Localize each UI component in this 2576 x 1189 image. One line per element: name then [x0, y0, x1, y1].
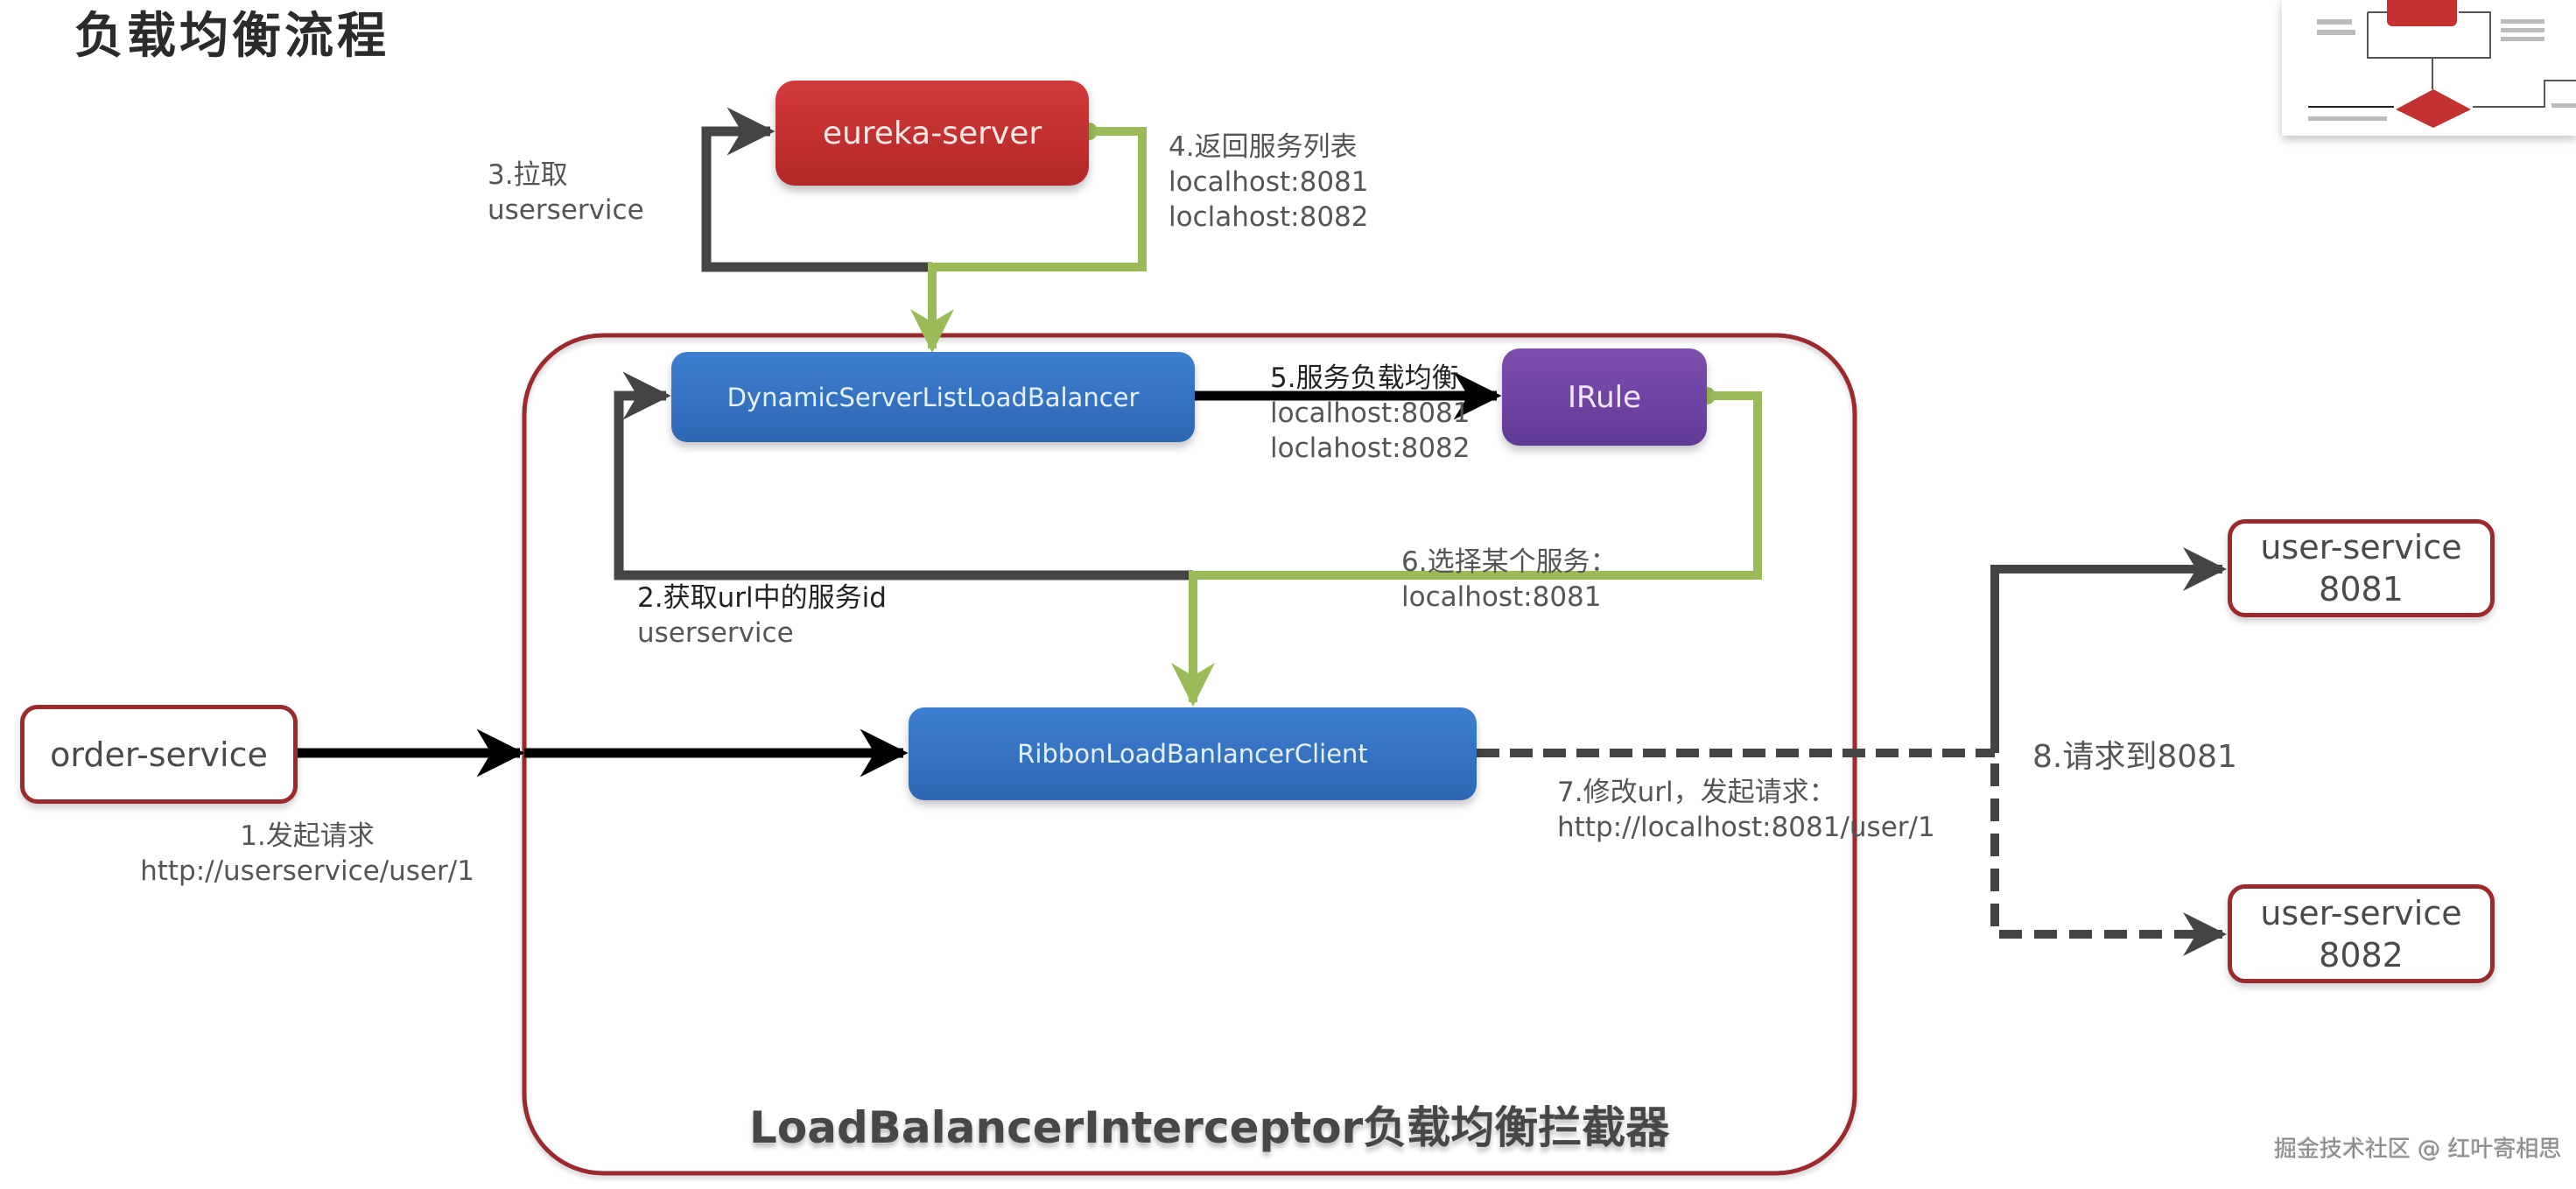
- user-service-8081-port: 8081: [2319, 570, 2404, 609]
- ribbon-load-balancer-client-node[interactable]: RibbonLoadBanlancerClient: [909, 707, 1477, 800]
- step7-label: 7.修改url，发起请求： http://localhost:8081/user…: [1557, 775, 1935, 845]
- eureka-server-label: eureka-server: [822, 115, 1042, 151]
- thumbnail-text: [2501, 28, 2544, 32]
- eureka-server-node[interactable]: eureka-server: [776, 81, 1089, 186]
- step7-detail: http://localhost:8081/user/1: [1557, 812, 1935, 843]
- step4-title: 4.返回服务列表: [1169, 131, 1358, 163]
- step5-line1: localhost:8081: [1270, 398, 1470, 429]
- thumbnail-text: [2317, 19, 2352, 25]
- step4-line2: loclahost:8082: [1169, 201, 1369, 233]
- interceptor-frame-label: LoadBalancerInterceptor负载均衡拦截器: [749, 1102, 1670, 1153]
- step6-detail: localhost:8081: [1401, 581, 1602, 613]
- dynamic-lb-label: DynamicServerListLoadBalancer: [726, 382, 1140, 412]
- connector-pull-userservice: [701, 107, 932, 272]
- thumbnail-text: [2308, 116, 2387, 121]
- step2-detail: userservice: [637, 617, 794, 649]
- step5-line2: loclahost:8082: [1270, 433, 1470, 464]
- connector-return-server-list: [910, 127, 1147, 353]
- connector-get-service-id: [614, 371, 1193, 580]
- thumbnail-eureka-box: [2387, 0, 2457, 26]
- irule-node[interactable]: IRule: [1502, 348, 1707, 446]
- thumbnail-output-line: [2473, 80, 2576, 108]
- step6-label: 6.选择某个服务： localhost:8081: [1401, 545, 1618, 615]
- step3-label: 3.拉取 userservice: [488, 158, 644, 228]
- step2-title: 2.获取url中的服务id: [637, 582, 887, 614]
- step5-label: 5.服务负载均衡 localhost:8081 loclahost:8082: [1270, 361, 1470, 466]
- step8-label: 8.请求到8081: [2032, 739, 2237, 775]
- step2-label: 2.获取url中的服务id userservice: [637, 580, 887, 651]
- order-service-label: order-service: [50, 735, 268, 774]
- step5-title: 5.服务负载均衡: [1270, 362, 1459, 394]
- step3-detail: userservice: [488, 194, 644, 226]
- thumbnail-text: [2551, 103, 2576, 108]
- step1-label: 1.发起请求 http://userservice/user/1: [115, 819, 500, 889]
- step4-line1: localhost:8081: [1169, 166, 1369, 198]
- thumbnail-diagram: [2308, 0, 2576, 128]
- page-title: 负载均衡流程: [74, 8, 390, 65]
- user-service-8082-port: 8082: [2319, 935, 2404, 974]
- step7-title: 7.修改url，发起请求：: [1557, 777, 1836, 808]
- user-service-8082-node[interactable]: user-service 8082: [2228, 884, 2495, 983]
- step1-detail: http://userservice/user/1: [140, 855, 474, 887]
- watermark: 掘金技术社区 @ 红叶寄相思: [2274, 1136, 2562, 1163]
- user-service-8081-node[interactable]: user-service 8081: [2228, 519, 2495, 617]
- connector-to-user-service-8082: [1990, 763, 2227, 956]
- thumbnail-text: [2317, 30, 2355, 35]
- user-service-8082-name: user-service: [2260, 893, 2462, 932]
- user-service-8081-name: user-service: [2260, 528, 2462, 566]
- connector-choose-server: [1171, 391, 1762, 707]
- order-service-node[interactable]: order-service: [20, 705, 298, 804]
- step3-title: 3.拉取: [488, 159, 568, 191]
- dynamic-server-list-load-balancer-node[interactable]: DynamicServerListLoadBalancer: [671, 352, 1195, 442]
- slide-thumbnail[interactable]: [2282, 0, 2576, 136]
- thumbnail-text: [2501, 37, 2544, 41]
- step1-title: 1.发起请求: [240, 820, 375, 852]
- step4-label: 4.返回服务列表 localhost:8081 loclahost:8082: [1169, 130, 1369, 235]
- irule-label: IRule: [1567, 379, 1642, 415]
- thumbnail-loop: [2367, 11, 2491, 59]
- thumbnail-text: [2501, 19, 2544, 24]
- ribbon-client-label: RibbonLoadBanlancerClient: [1017, 739, 1368, 769]
- step6-title: 6.选择某个服务：: [1401, 546, 1618, 578]
- connector-to-user-service-8081: [1990, 547, 2227, 753]
- thumbnail-decision: [2396, 89, 2471, 128]
